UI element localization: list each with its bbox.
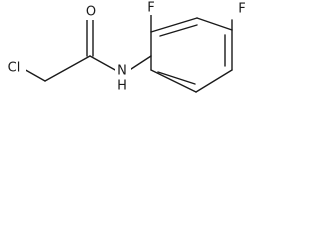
bond-nitrogen-ring xyxy=(127,55,152,72)
atom-oxygen-label: O xyxy=(86,5,96,20)
molecular-structure-diagram: Cl O N H F F xyxy=(2,1,249,94)
bond-ch2-carbonyl xyxy=(44,55,91,82)
ring-double-bond-c xyxy=(157,71,196,85)
atom-labels: Cl O N H F F xyxy=(2,1,249,94)
atom-nitrogen-label: N xyxy=(117,64,127,79)
bonds xyxy=(21,14,233,93)
atom-fluorine-para-label: F xyxy=(238,2,245,17)
ring-bond-2 xyxy=(150,17,198,33)
ring-bond-3 xyxy=(196,17,233,31)
ring-double-bond-a xyxy=(159,24,198,37)
ring-bond-6 xyxy=(150,69,197,93)
ring-bond-5 xyxy=(195,69,233,93)
atom-hydrogen-label: H xyxy=(117,79,127,94)
atom-fluorine-ortho-label: F xyxy=(147,1,154,16)
bond-carbonyl-nitrogen xyxy=(89,55,118,72)
atom-chlorine-label: Cl xyxy=(8,61,21,76)
